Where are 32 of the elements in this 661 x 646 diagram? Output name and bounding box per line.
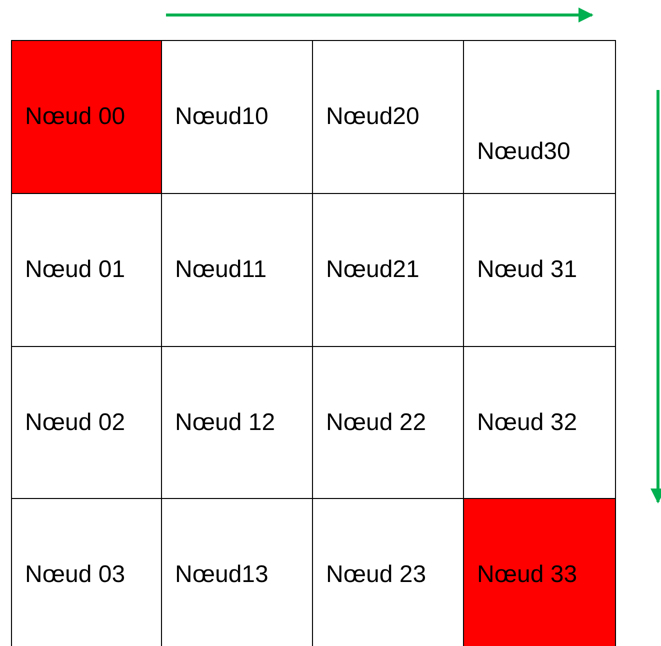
grid-cell <box>161 193 314 348</box>
node-label: Nœud 32 <box>476 408 578 437</box>
node-label: Nœud 02 <box>24 408 126 437</box>
grid-cell <box>312 40 464 194</box>
grid-cell <box>11 40 162 194</box>
grid-cell <box>11 346 162 500</box>
node-label: Nœud21 <box>325 256 420 284</box>
grid-cell <box>11 498 162 646</box>
grid-cell <box>463 193 616 348</box>
node-label: Nœud 12 <box>174 408 276 437</box>
node-label: Nœud 03 <box>24 561 126 590</box>
grid-cell <box>312 498 464 646</box>
node-label: Nœud 23 <box>325 561 426 590</box>
grid-cell <box>463 346 616 500</box>
node-label: Nœud 31 <box>476 256 578 284</box>
grid-cell <box>312 346 464 500</box>
node-label: Nœud10 <box>174 103 268 132</box>
node-label: Nœud 22 <box>325 408 426 437</box>
node-label: Nœud20 <box>325 103 420 132</box>
node-label: Nœud30 <box>476 138 570 166</box>
node-label: Nœud11 <box>174 256 267 284</box>
node-label: Nœud 01 <box>24 256 126 284</box>
node-label: Nœud 33 <box>476 561 578 590</box>
grid-cell <box>161 346 314 500</box>
grid-cell <box>161 40 314 194</box>
grid-cell <box>11 193 162 348</box>
grid-cell <box>161 498 314 646</box>
node-label: Nœud13 <box>174 561 268 590</box>
grid-cell <box>463 498 616 646</box>
node-label: Nœud 00 <box>24 103 126 132</box>
grid-cell <box>463 40 616 194</box>
grid-cell <box>312 193 464 348</box>
